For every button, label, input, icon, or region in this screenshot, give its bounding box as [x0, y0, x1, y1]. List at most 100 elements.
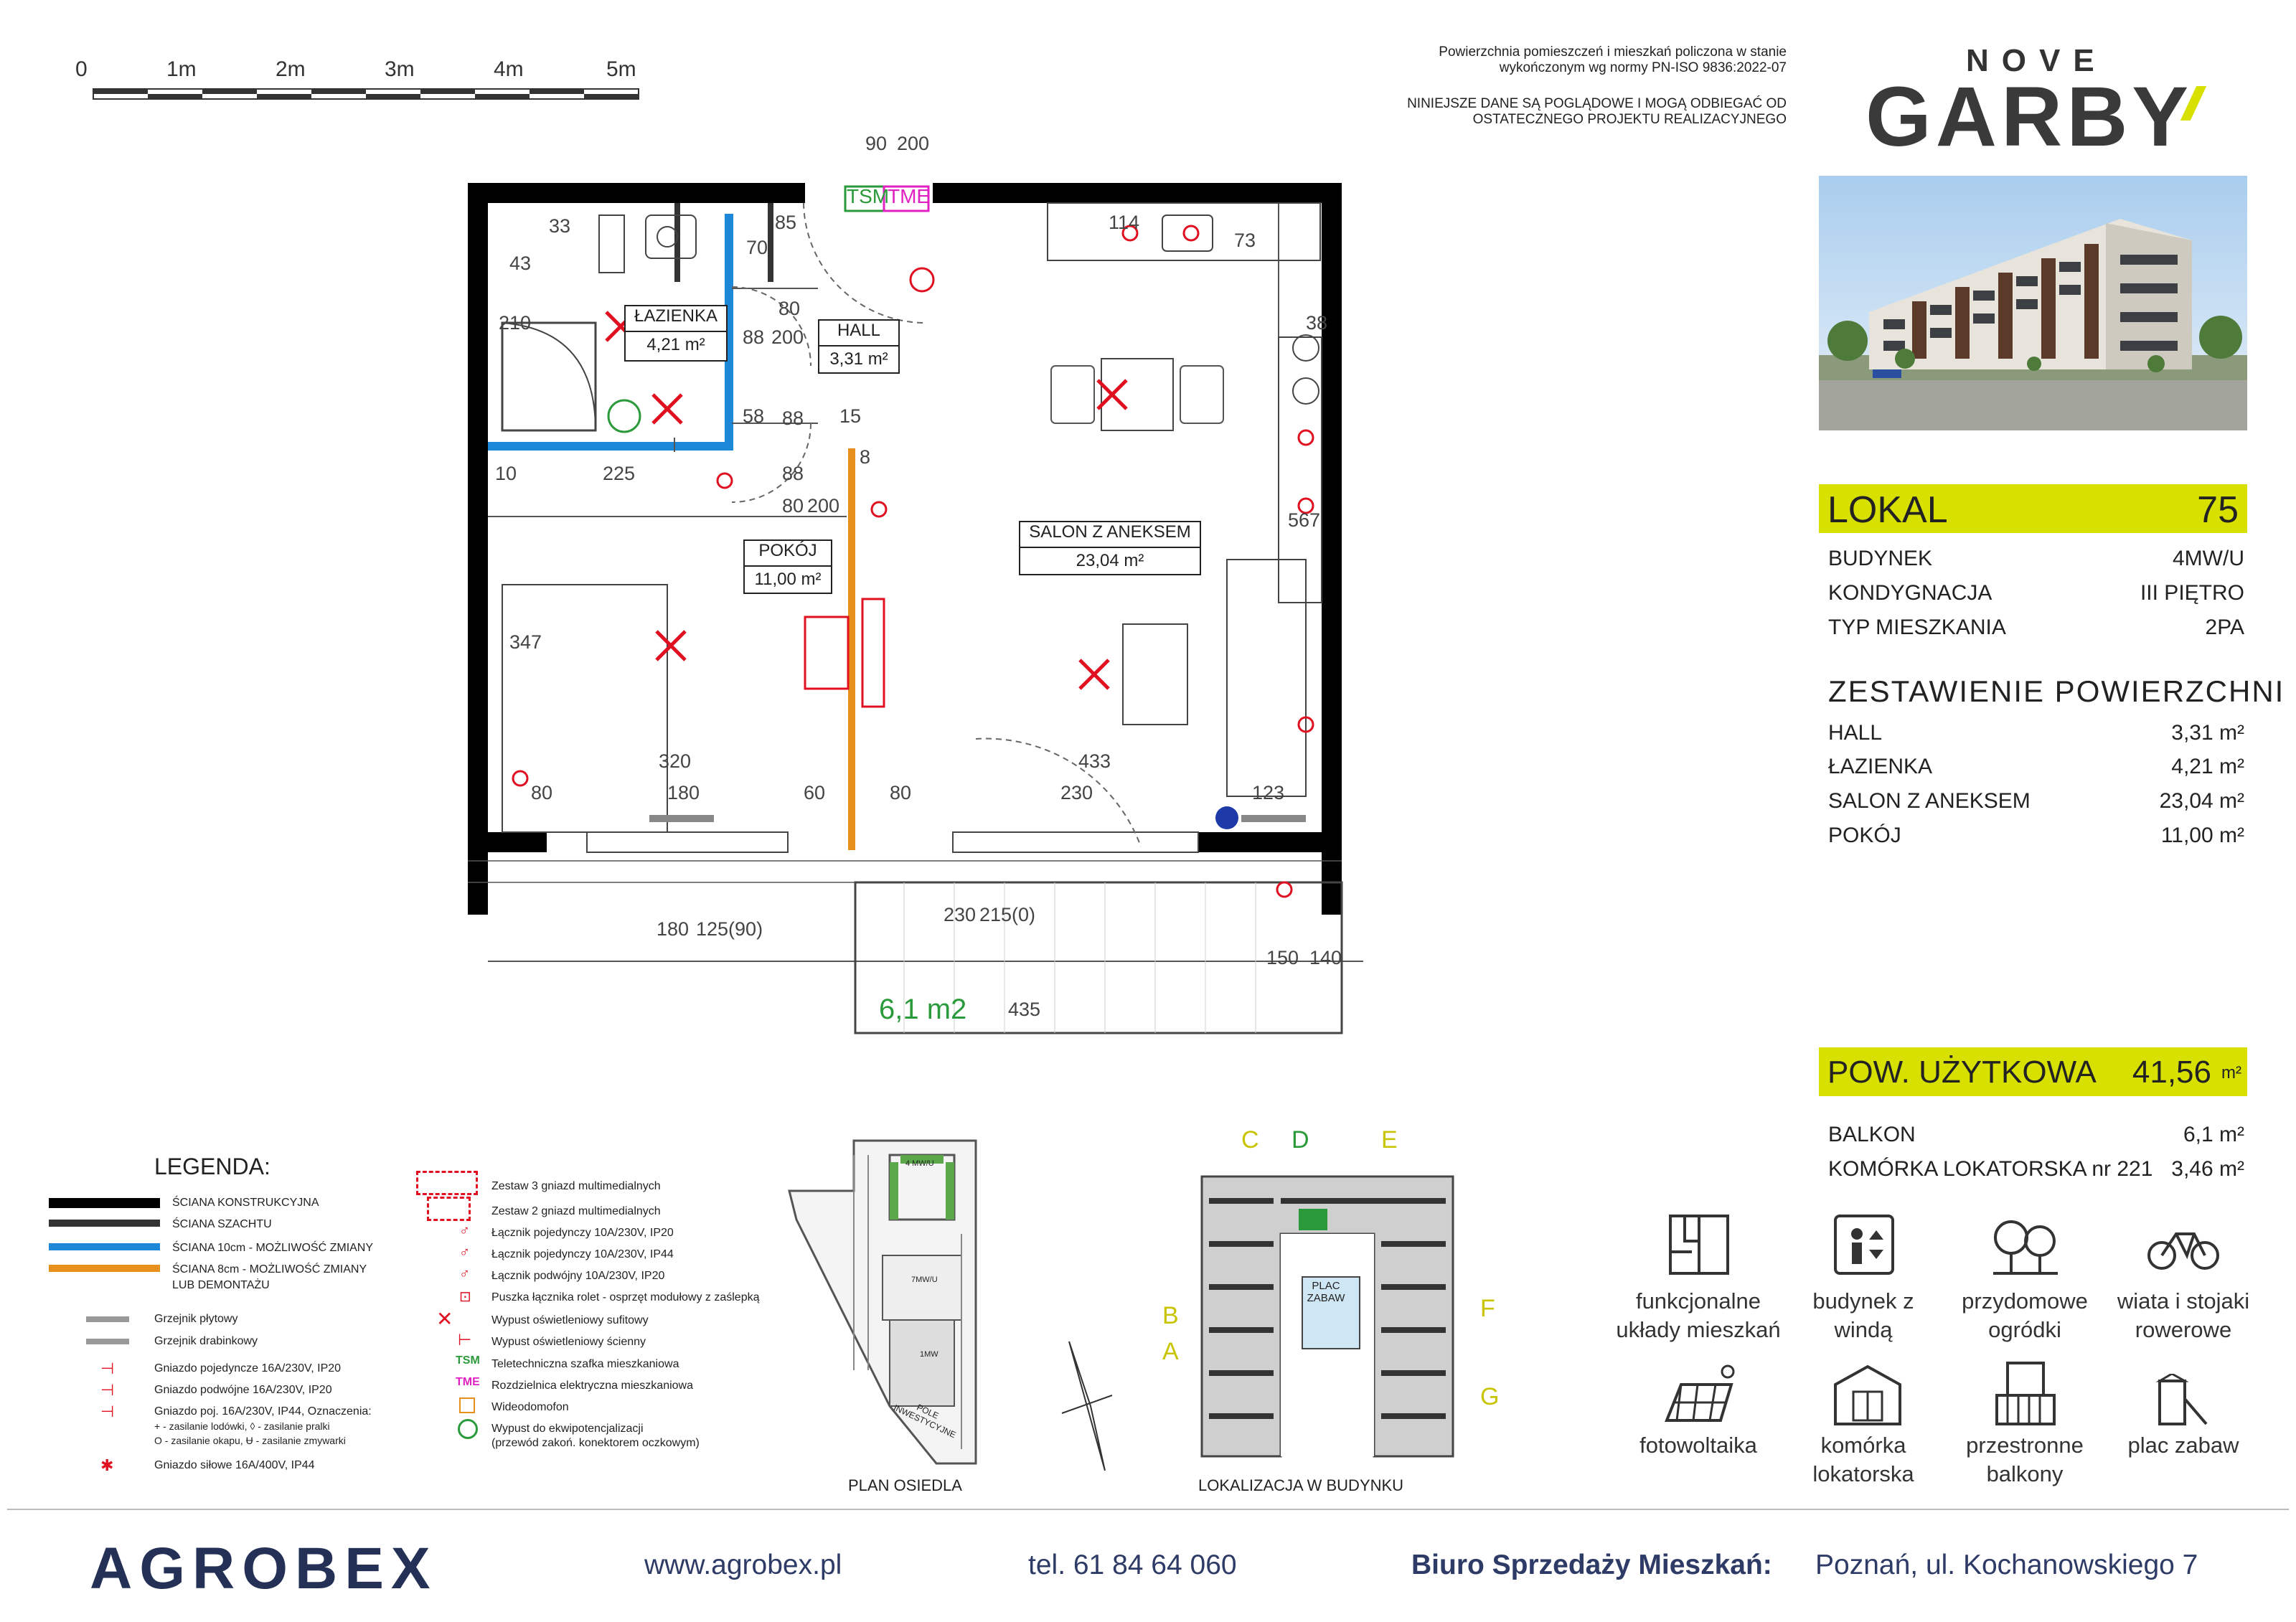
detail-row-budynek: BUDYNEK 4MW/U	[1828, 547, 2244, 571]
legend-heater-plate: Grzejnik płytowy	[154, 1313, 238, 1325]
phone-number[interactable]: tel. 61 84 64 060	[1028, 1550, 1237, 1580]
feature-storage: komórka lokatorska	[1812, 1433, 1914, 1486]
lokal-label: LOKAL	[1827, 489, 1948, 531]
dim-b230: 230	[1060, 782, 1093, 803]
room-label-hall: HALL 3,31 m²	[818, 319, 900, 374]
dim-80: 80	[778, 298, 801, 319]
entrance-c: C	[1241, 1126, 1259, 1154]
elevator-icon	[1834, 1215, 1894, 1275]
dim-85: 85	[775, 212, 797, 233]
legend-swatch-shaft	[49, 1220, 160, 1227]
radiator-ladder-icon	[86, 1339, 129, 1344]
legend-socket-power: Gniazdo siłowe 16A/400V, IP44	[154, 1459, 315, 1471]
dim-80b: 80	[782, 495, 804, 517]
area-label: POKÓJ	[1828, 824, 1901, 847]
room-name: HALL	[837, 321, 881, 340]
dim-88b: 88	[782, 407, 804, 429]
socket-double-icon: ⊣	[100, 1381, 115, 1399]
legend-wall-light: Wypust oświetleniowy ścienny	[491, 1336, 646, 1348]
legend-swatch-structural	[49, 1198, 160, 1208]
dim-b123: 123	[1252, 782, 1285, 803]
site-label-4mwu: 4 MW/U	[905, 1159, 934, 1168]
dim-b60: 60	[804, 782, 826, 803]
area-value: 23,04 m²	[2159, 789, 2244, 813]
feature-balconies: przestronne balkony	[1966, 1433, 2084, 1486]
legend-ceiling-light: Wypust oświetleniowy sufitowy	[491, 1314, 649, 1326]
legend-swatch-8cm	[49, 1265, 160, 1272]
logo-top-text: NOVE	[1966, 43, 2107, 78]
entrance-d: D	[1292, 1126, 1309, 1154]
entrance-a: A	[1162, 1338, 1179, 1365]
tsm-tag: TSM	[847, 185, 890, 207]
dim-435: 435	[1008, 999, 1041, 1020]
usable-area-value: 41,56	[2132, 1055, 2211, 1090]
website-link[interactable]: www.agrobex.pl	[644, 1550, 842, 1580]
legend-tsm: Teletechniczna szafka mieszkaniowa	[491, 1358, 679, 1370]
building-location-caption: LOKALIZACJA W BUDYNKU	[1198, 1476, 1404, 1494]
usable-area-label: POW. UŻYTKOWA	[1827, 1055, 2097, 1090]
entrance-e: E	[1381, 1126, 1398, 1154]
legend-mm2: Zestaw 2 gniazd multimedialnych	[491, 1205, 661, 1217]
socket-power-icon: ✱	[100, 1456, 114, 1474]
scale-label-0: 0	[75, 57, 88, 81]
layout-icon	[1669, 1215, 1729, 1275]
legend-wall-10cm: ŚCIANA 10cm - MOŻLIWOŚĆ ZMIANY	[172, 1242, 374, 1254]
legend-equipotential-note: (przewód zakoń. konektorem oczkowym)	[491, 1437, 700, 1449]
feature-playground: plac zabaw	[2127, 1433, 2239, 1458]
room-label-lazienka: ŁAZIENKA 4,21 m²	[624, 305, 728, 362]
note-line-1: Powierzchnia pomieszczeń i mieszkań poli…	[1439, 44, 1787, 60]
legend-title: LEGENDA:	[154, 1154, 270, 1179]
socket-single-icon: ⊣	[100, 1359, 115, 1377]
switch-double-icon: ♂	[459, 1266, 470, 1282]
extra-row-balkon: BALKON 6,1 m²	[1828, 1123, 2244, 1147]
dim-15: 15	[839, 405, 862, 427]
dim-58: 58	[743, 405, 765, 427]
area-row-lazienka: ŁAZIENKA 4,21 m²	[1828, 755, 2244, 779]
radiator-plate-icon	[86, 1316, 129, 1322]
dim-b180: 180	[667, 782, 700, 803]
scale-label-1m: 1m	[166, 57, 197, 81]
multimedia-2-icon	[427, 1197, 471, 1221]
room-area: 4,21 m²	[626, 331, 726, 355]
usable-area-bar: POW. UŻYTKOWA 41,56 m²	[1819, 1047, 2247, 1096]
extra-label: BALKON	[1828, 1123, 1916, 1146]
dim-433: 433	[1078, 750, 1111, 772]
feature-pv: fotowoltaika	[1639, 1433, 1757, 1458]
room-name: SALON Z ANEKSEM	[1029, 522, 1191, 542]
dim-210: 210	[499, 312, 532, 334]
legend-wall-8cm-cont: LUB DEMONTAŻU	[172, 1279, 270, 1291]
solar-panel-icon	[1665, 1364, 1735, 1422]
building-location-plan	[1200, 1175, 1454, 1458]
building-render-image	[1819, 176, 2247, 430]
legend-socket-single: Gniazdo pojedyncze 16A/230V, IP20	[154, 1362, 342, 1375]
legend-switch-double: Łącznik podwójny 10A/230V, IP20	[491, 1270, 665, 1282]
legend-tme: Rozdzielnica elektryczna mieszkaniowa	[491, 1380, 694, 1392]
multimedia-3-icon	[416, 1171, 478, 1195]
areas-title: ZESTAWIENIE POWIERZCHNI	[1828, 674, 2285, 708]
area-value: 11,00 m²	[2160, 824, 2244, 847]
switch-ip44-icon: ♂	[459, 1245, 470, 1260]
storage-icon	[1834, 1364, 1901, 1425]
dim-b80b: 80	[890, 782, 912, 803]
extra-value: 3,46 m²	[2171, 1157, 2244, 1181]
logo-main-text: GARBY	[1866, 70, 2193, 164]
legend-equipotential: Wypust do ekwipotencjalizacji	[491, 1423, 644, 1435]
room-label-salon: SALON Z ANEKSEM 23,04 m²	[1019, 521, 1201, 575]
note-line-3: NINIEJSZE DANE SĄ POGLĄDOWE I MOGĄ ODBIE…	[1407, 96, 1787, 111]
detail-row-kondygnacja: KONDYGNACJA III PIĘTRO	[1828, 581, 2244, 605]
area-label: HALL	[1828, 721, 1883, 745]
footer-divider	[7, 1509, 2289, 1510]
legend-socket-ip44: Gniazdo poj. 16A/230V, IP44, Oznaczenia:	[154, 1405, 372, 1418]
dim-73: 73	[1234, 230, 1256, 251]
dim-v215: 215(0)	[979, 904, 1036, 925]
wall-light-icon: ⊢	[458, 1331, 472, 1349]
site-plan-map	[788, 1139, 977, 1465]
legend-swatch-10cm	[49, 1243, 160, 1250]
area-row-pokoj: POKÓJ 11,00 m²	[1828, 824, 2244, 848]
area-value: 3,31 m²	[2171, 721, 2244, 745]
socket-ip44-icon: ⊣	[100, 1402, 115, 1420]
legend-socket-notes-2: O - zasilanie okapu, Ʉ - zasilanie zmywa…	[154, 1435, 346, 1446]
scale-label-5m: 5m	[606, 57, 636, 81]
legend-blind-switch: Puszka łącznika rolet - osprzęt modułowy…	[491, 1291, 760, 1303]
detail-label: KONDYGNACJA	[1828, 581, 1992, 605]
